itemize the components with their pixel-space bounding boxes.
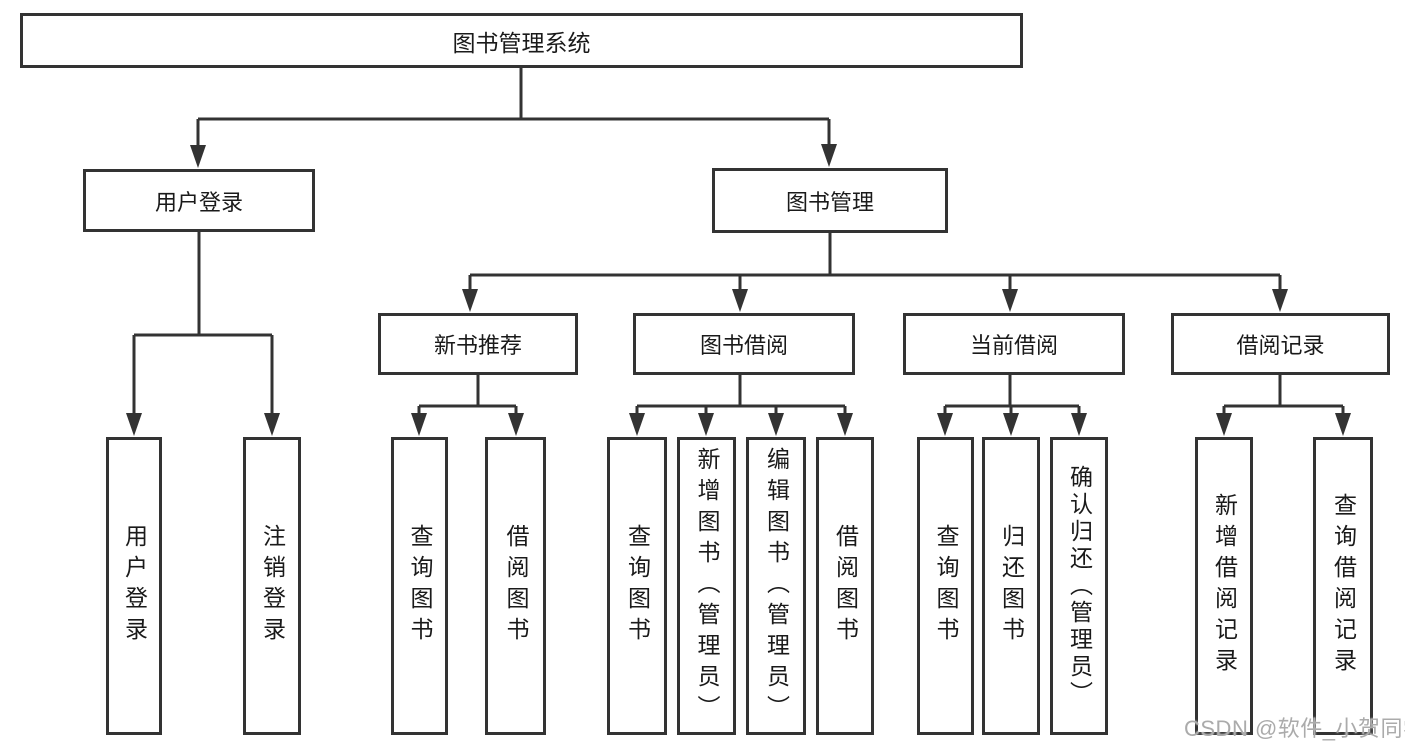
leaf-return-book: 归还图书 bbox=[982, 437, 1040, 735]
node-book-management: 图书管理 bbox=[712, 168, 948, 233]
leaf-query-book-recommend: 查询图书 bbox=[391, 437, 448, 735]
node-root-system: 图书管理系统 bbox=[20, 13, 1023, 68]
node-user-login: 用户登录 bbox=[83, 169, 315, 232]
leaf-user-login-label: 用户登录 bbox=[121, 524, 148, 648]
leaf-add-book-admin: 新增图书（管理员） bbox=[677, 437, 736, 735]
leaf-borrow-book-label: 借阅图书 bbox=[832, 524, 859, 648]
leaf-borrow-book-recommend-label: 借阅图书 bbox=[503, 524, 529, 648]
leaf-add-borrow-record-label: 新增借阅记录 bbox=[1211, 493, 1238, 679]
node-borrow-record: 借阅记录 bbox=[1171, 313, 1390, 375]
leaf-return-book-label: 归还图书 bbox=[998, 524, 1025, 648]
leaf-add-borrow-record: 新增借阅记录 bbox=[1195, 437, 1253, 735]
leaf-logout-label: 注销登录 bbox=[259, 524, 286, 648]
leaf-edit-book-admin: 编辑图书（管理员） bbox=[746, 437, 806, 735]
csdn-watermark: CSDN @软件_小贺同学 bbox=[1184, 716, 1405, 741]
node-current-borrow: 当前借阅 bbox=[903, 313, 1125, 375]
leaf-borrow-book: 借阅图书 bbox=[816, 437, 874, 735]
leaf-user-login: 用户登录 bbox=[106, 437, 162, 735]
leaf-borrow-book-recommend: 借阅图书 bbox=[485, 437, 546, 735]
leaf-query-borrow-record-label: 查询借阅记录 bbox=[1330, 493, 1357, 679]
leaf-query-book-borrow-label: 查询图书 bbox=[624, 524, 651, 648]
leaf-query-borrow-record: 查询借阅记录 bbox=[1313, 437, 1373, 735]
leaf-query-book-borrow: 查询图书 bbox=[607, 437, 667, 735]
node-book-borrow: 图书借阅 bbox=[633, 313, 855, 375]
leaf-query-book-current: 查询图书 bbox=[917, 437, 974, 735]
leaf-confirm-return-admin-label: 确认归还（管理员） bbox=[1066, 464, 1093, 708]
leaf-add-book-admin-label: 新增图书（管理员） bbox=[694, 446, 720, 726]
leaf-edit-book-admin-label: 编辑图书（管理员） bbox=[763, 446, 790, 726]
leaf-confirm-return-admin: 确认归还（管理员） bbox=[1050, 437, 1108, 735]
leaf-query-book-current-label: 查询图书 bbox=[933, 524, 959, 648]
node-new-book-recommend: 新书推荐 bbox=[378, 313, 578, 375]
leaf-query-book-recommend-label: 查询图书 bbox=[407, 524, 433, 648]
leaf-logout: 注销登录 bbox=[243, 437, 301, 735]
